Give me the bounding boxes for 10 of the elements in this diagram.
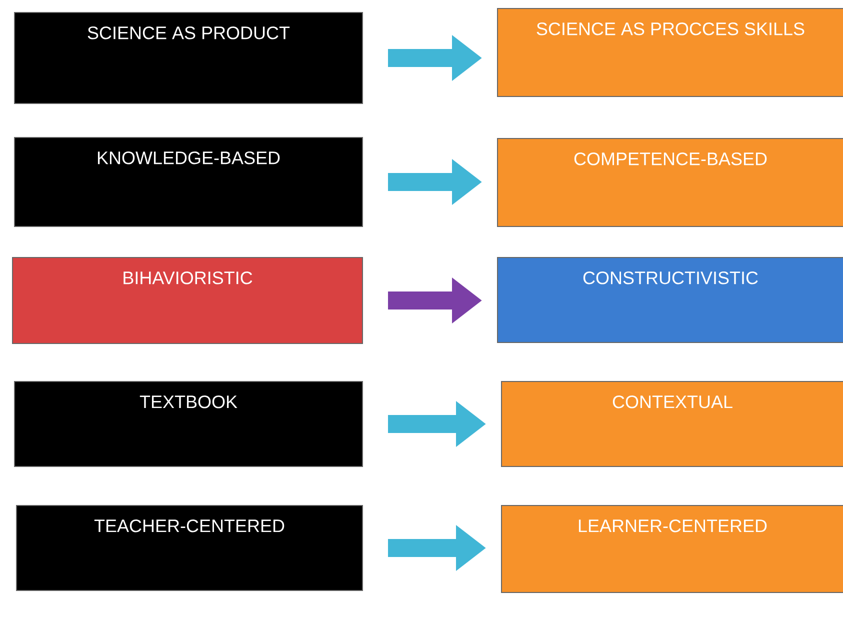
process-box: CONTEXTUAL (501, 381, 843, 467)
process-box: SCIENCE AS PRODUCT (14, 12, 363, 104)
process-box: TEXTBOOK (14, 381, 363, 467)
process-box: COMPETENCE-BASED (497, 138, 843, 227)
process-box: CONSTRUCTIVISTIC (497, 257, 843, 343)
process-box: BIHAVIORISTIC (12, 257, 363, 344)
process-box: KNOWLEDGE-BASED (14, 137, 363, 227)
process-box: SCIENCE AS PROCCES SKILLS (497, 8, 843, 97)
process-box: LEARNER-CENTERED (501, 505, 843, 593)
process-box: TEACHER-CENTERED (16, 505, 363, 591)
